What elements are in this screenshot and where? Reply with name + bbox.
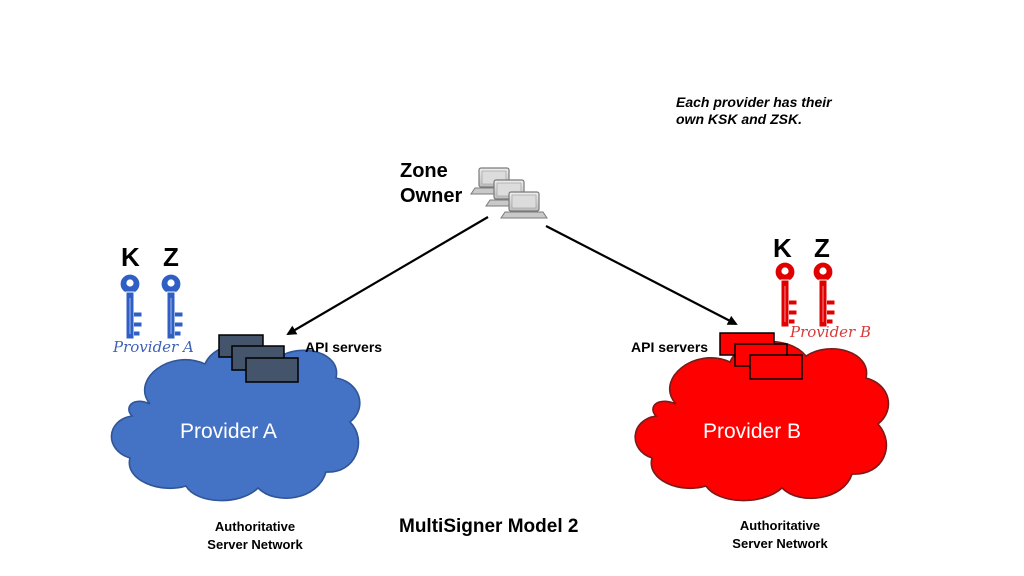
- key-note-line2: own KSK and ZSK.: [676, 110, 802, 127]
- provider-a-zsk-letter: Z: [163, 242, 179, 272]
- provider-a-ksk-letter: K: [121, 242, 140, 272]
- diagram-title: MultiSigner Model 2: [399, 516, 579, 537]
- provider-b-network-line1: Authoritative: [739, 518, 821, 533]
- provider-a-cloud-label: Provider A: [180, 420, 277, 443]
- provider-b-ksk-key-icon: [774, 261, 798, 328]
- provider-b-ksk-letter: K: [773, 233, 792, 263]
- provider-a-script-label: Provider A: [113, 338, 194, 356]
- computers-icon: [470, 167, 548, 219]
- provider-a-zsk-key-icon: [160, 273, 184, 340]
- zone-owner-line2: Owner: [400, 185, 463, 207]
- provider-b-network-line2: Server Network: [732, 535, 828, 551]
- provider-a-api-label: API servers: [305, 339, 383, 355]
- provider-b-zsk-letter: Z: [814, 233, 830, 263]
- provider-a-network-line2: Server Network: [207, 536, 303, 552]
- provider-a-network-label: Authoritative Server Network: [190, 518, 320, 553]
- provider-b-cloud-label: Provider B: [703, 420, 802, 443]
- provider-a-network-line1: Authoritative: [214, 519, 296, 534]
- provider-a-ksk-key-icon: [119, 273, 143, 340]
- provider-b-api-servers-icon: [719, 332, 803, 380]
- arrow-to-provider-a: [286, 216, 489, 336]
- zone-owner-label: Zone Owner: [400, 159, 462, 209]
- key-note-line1: Each provider has their: [676, 94, 832, 110]
- zone-owner-line1: Zone: [400, 160, 448, 182]
- arrow-to-provider-b: [545, 225, 738, 325]
- provider-b-api-label: API servers: [631, 339, 709, 355]
- provider-a-api-servers-icon: [218, 334, 299, 383]
- provider-b-zsk-key-icon: [812, 261, 836, 328]
- key-note: Each provider has their own KSK and ZSK.: [676, 94, 832, 128]
- provider-b-script-label: Provider B: [790, 323, 872, 341]
- provider-b-network-label: Authoritative Server Network: [715, 517, 845, 552]
